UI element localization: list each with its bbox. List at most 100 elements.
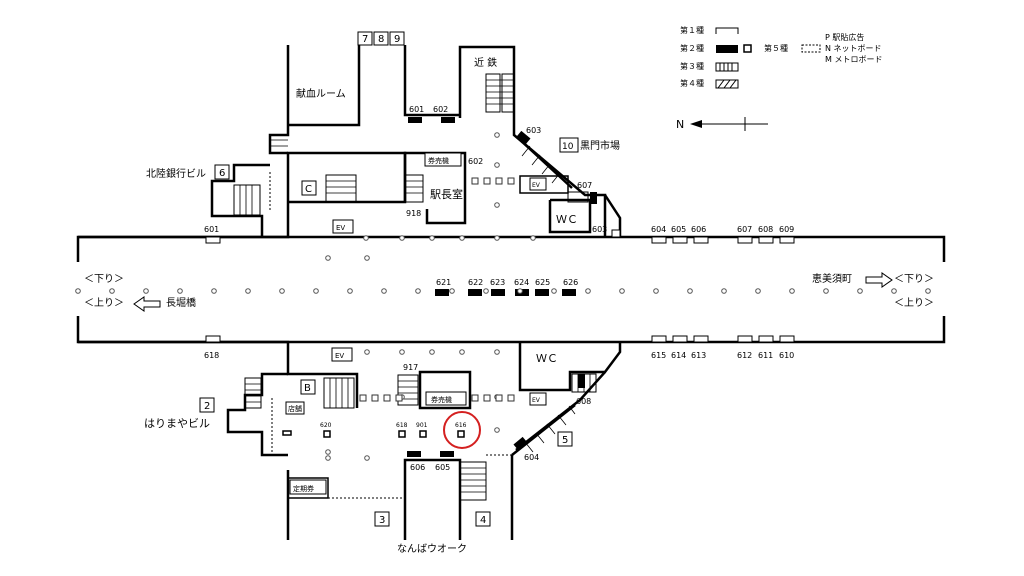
- pillar-dot: [143, 288, 149, 294]
- pillar-dot: [585, 288, 591, 294]
- down-label-right: ＜下り＞: [894, 273, 934, 285]
- code-618-lower: 618: [204, 351, 219, 360]
- code-605-upper: 605: [671, 225, 686, 234]
- pillar-dot: [857, 288, 863, 294]
- down-label-left: ＜下り＞: [84, 273, 124, 285]
- legend-m-label: M メトロボード: [825, 55, 882, 64]
- code-604-lower: 604: [524, 453, 539, 462]
- north-label: N: [676, 118, 684, 131]
- wall-lower-ticket: [418, 370, 472, 410]
- type5-box: [359, 394, 367, 402]
- pillar-dot: [891, 288, 897, 294]
- code-626: 626: [563, 278, 578, 287]
- type5-box: [471, 394, 479, 402]
- ticket-machine-upper: 券売機: [428, 156, 449, 165]
- stairs: [233, 73, 597, 501]
- ad-boards-small: [282, 430, 465, 438]
- exit-10-badge: 10: [562, 142, 574, 152]
- pillar-dot: [325, 255, 331, 261]
- pillar-dot: [399, 235, 405, 241]
- legend-type2-label: 第２種: [680, 43, 704, 53]
- arrow-ebisucho-icon: [865, 272, 893, 288]
- blood-room-label: 献血ルーム: [296, 87, 346, 100]
- hokuriku-label: 北陸銀行ビル: [146, 167, 206, 180]
- legend-p-label: P 駅貼広告: [825, 32, 864, 42]
- code-602-office: 602: [468, 157, 483, 166]
- stair-kintetsu-2: [501, 73, 515, 113]
- legend: 第１種 第２種 第３種 第４種 第５種 P 駅貼広告 N ネットボード M メト…: [680, 25, 882, 89]
- pillar-dot: [530, 235, 536, 241]
- stair-upper-office: [404, 174, 424, 203]
- code-607-upper: 607: [577, 181, 592, 190]
- legend-type4-label: 第４種: [680, 78, 704, 88]
- pillar-dot: [551, 288, 557, 294]
- pillar-dot: [653, 288, 659, 294]
- type5-box: [395, 394, 403, 402]
- code-901: 901: [416, 422, 428, 429]
- stair-kintetsu: [485, 73, 501, 113]
- legend-type3-label: 第３種: [680, 61, 704, 71]
- pillar-dot: [494, 349, 500, 355]
- pillar-dot: [494, 235, 500, 241]
- shop-label: 店舗: [288, 404, 302, 413]
- namba-walk-label: なんばウオーク: [397, 543, 467, 555]
- stair-exit6: [233, 184, 261, 216]
- pillar-dot: [245, 288, 251, 294]
- legend-type5-label: 第５種: [764, 43, 788, 53]
- north-arrow: N: [676, 117, 768, 131]
- pillar-dot: [687, 288, 693, 294]
- pillar-dot: [925, 288, 931, 294]
- harimaya-label: はりまやビル: [144, 417, 210, 430]
- type5-box: [471, 177, 479, 185]
- code-609: 609: [779, 225, 794, 234]
- wall-wc-lower: [518, 342, 622, 392]
- type5-box: [483, 177, 491, 185]
- code-605-lower: 605: [435, 463, 450, 472]
- wall-station-office: [403, 151, 467, 225]
- legend-type5-symbol: [801, 44, 821, 53]
- code-621: 621: [436, 278, 451, 287]
- exit-b-badge: B: [304, 383, 311, 394]
- code-608-lower: 608: [576, 397, 591, 406]
- wall-wc-upper: [548, 198, 592, 234]
- pillar-dot: [459, 235, 465, 241]
- pillar-dot: [177, 288, 183, 294]
- pillar-dot: [449, 288, 455, 294]
- type5-box: [371, 394, 379, 402]
- exit-3-badge: 3: [379, 515, 385, 526]
- type5-box: [495, 177, 503, 185]
- pillar-dot: [211, 288, 217, 294]
- stair-hatch-lines: [239, 79, 591, 493]
- wall-lower-exit2: [226, 372, 288, 457]
- dotted-paths: [269, 172, 512, 499]
- legend-type2-symbol-small: [743, 44, 752, 53]
- ticket-machine-lower: 券売機: [431, 395, 452, 404]
- code-918: 918: [406, 209, 421, 218]
- code-917: 917: [403, 363, 418, 372]
- exit-7-badge: 7: [362, 34, 368, 45]
- up-label-right: ＜上り＞: [894, 297, 934, 309]
- stair-upper-c: [325, 174, 357, 203]
- pillar-dot: [494, 132, 500, 138]
- type5-box: [483, 394, 491, 402]
- code-606-lower: 606: [410, 463, 425, 472]
- pillar-dot: [313, 288, 319, 294]
- legend-type1-label: 第１種: [680, 25, 704, 35]
- wall-upper-ev-box: [519, 175, 569, 194]
- wall-exit6-stair: [210, 163, 270, 237]
- stair-upper-right: [567, 191, 589, 203]
- place-labels: 献血ルーム 近 鉄 黒門市場 北陸銀行ビル はりまやビル 駅長室 恵美須町 長堀…: [84, 56, 934, 555]
- pillar-dot: [363, 235, 369, 241]
- pillar-dot: [517, 288, 523, 294]
- boxed-labels: 券売機 券売機 定期券 店舗 EV EV EV EV: [285, 152, 547, 495]
- exit-6-badge: 6: [219, 168, 225, 179]
- pillar-dot: [429, 349, 435, 355]
- code-613: 613: [691, 351, 706, 360]
- ev-upper-right: EV: [532, 182, 541, 189]
- north-arrow-head: [690, 120, 702, 128]
- pillar-dot: [823, 288, 829, 294]
- wall-exit10-bottom: [517, 137, 573, 189]
- ev-lower-right: EV: [532, 397, 541, 404]
- exit-4-badge: 4: [480, 515, 486, 526]
- legend-n-label: N ネットボード: [825, 44, 882, 53]
